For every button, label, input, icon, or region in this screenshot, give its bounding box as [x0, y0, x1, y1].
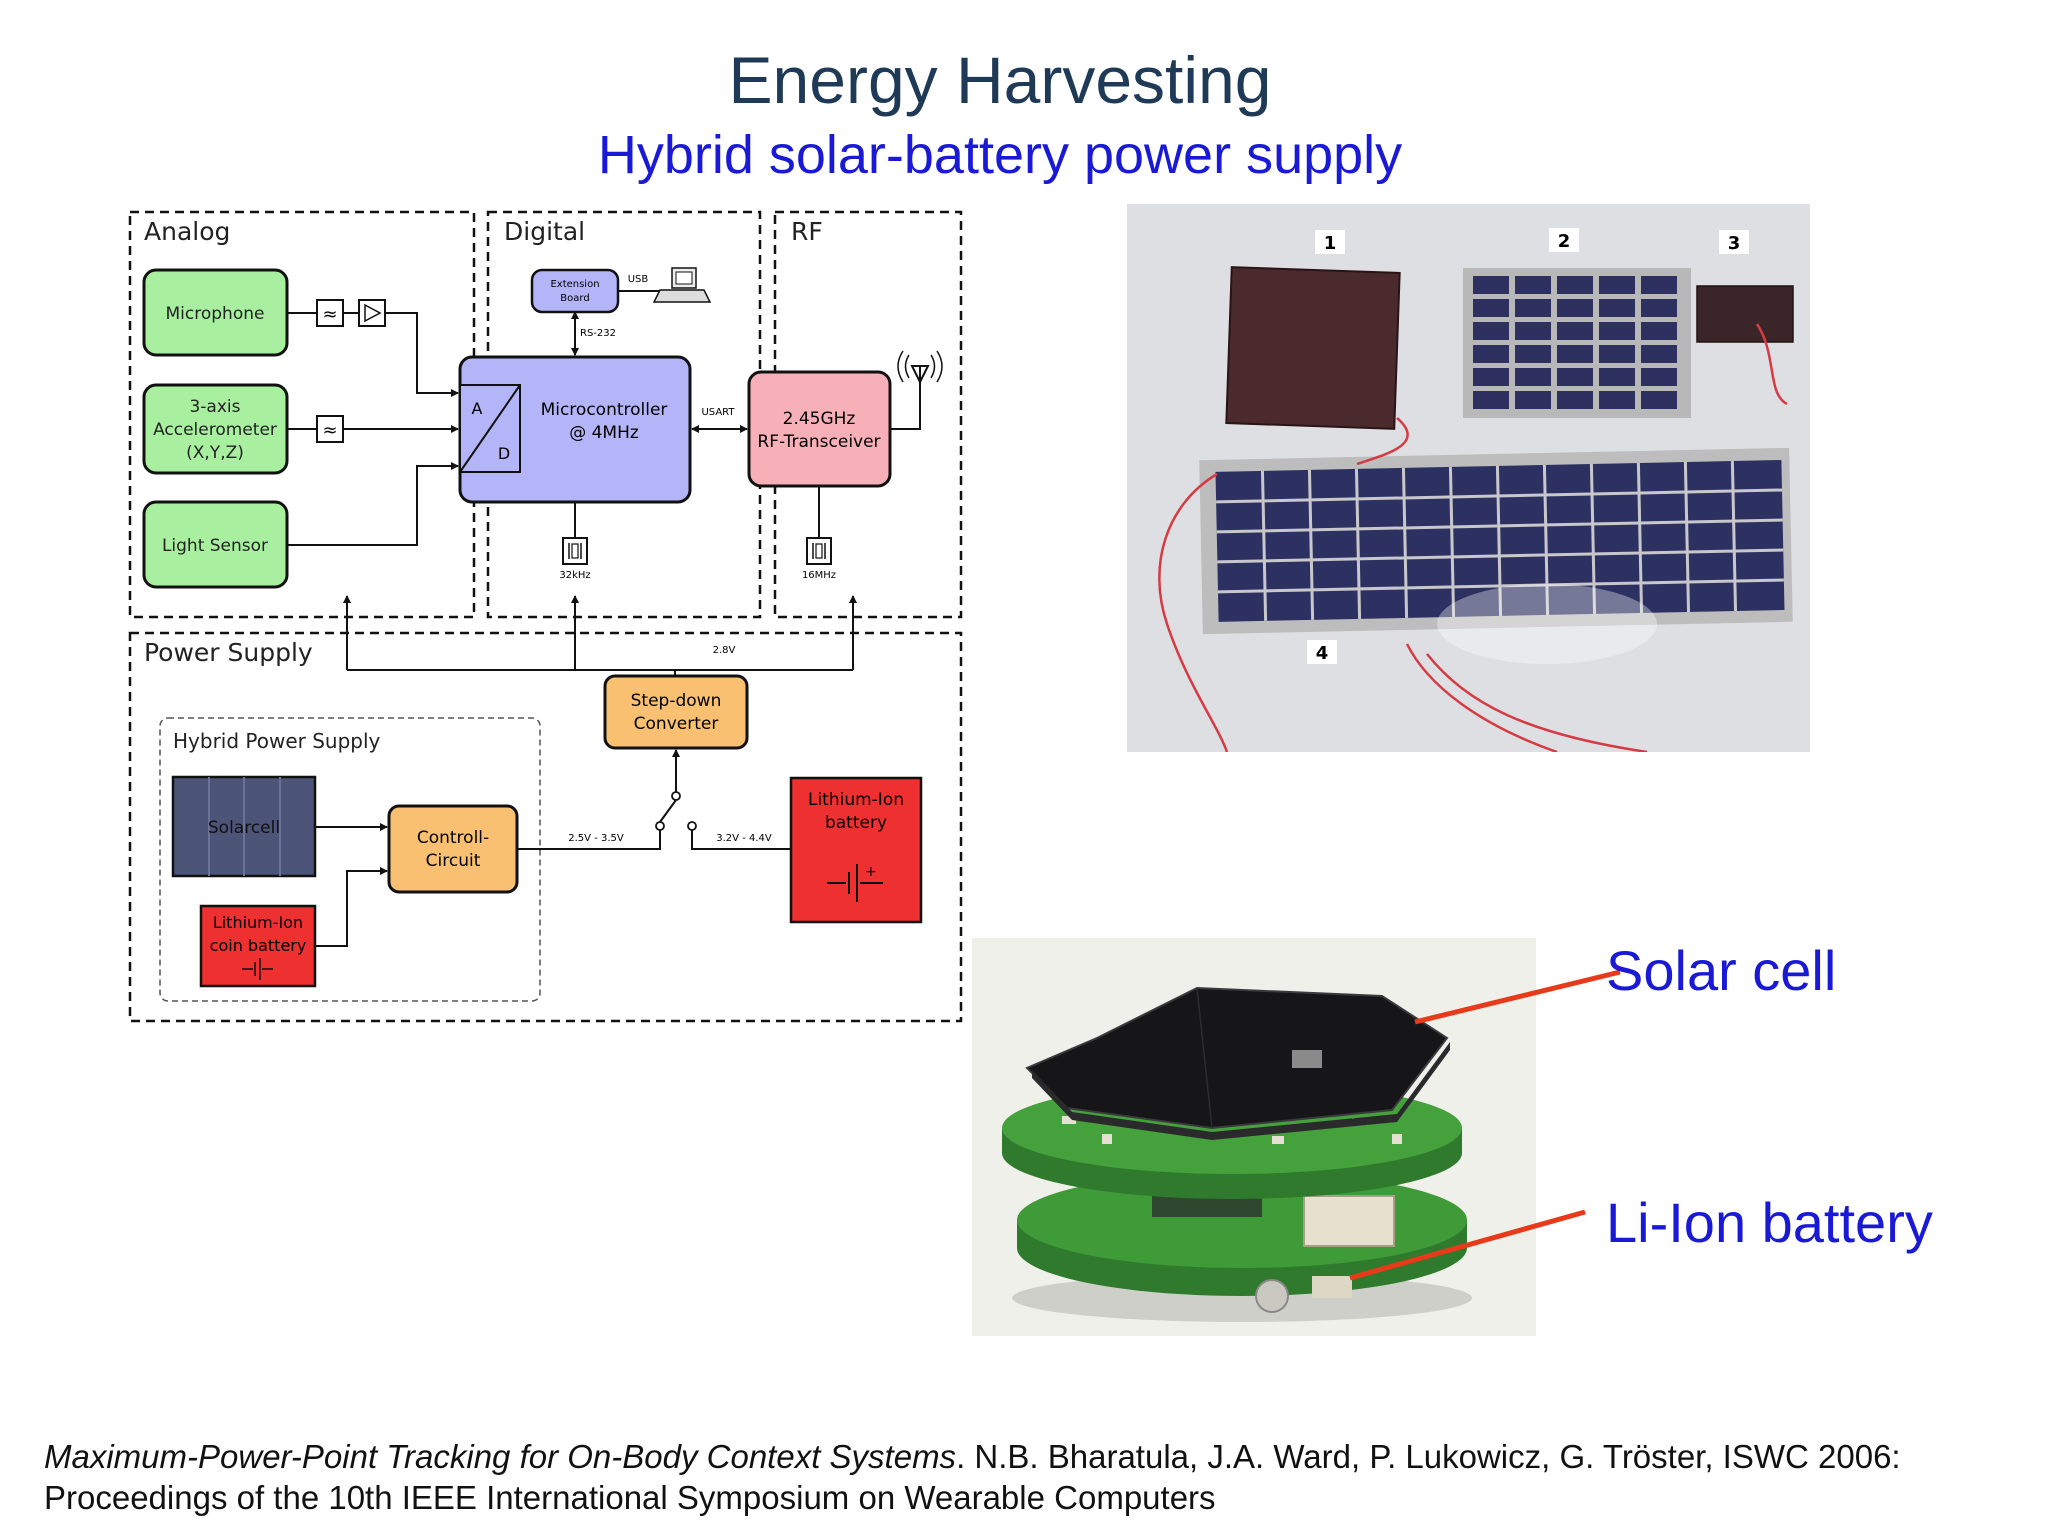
crystal-icon	[807, 538, 831, 564]
citation-title: Maximum-Power-Point Tracking for On-Body…	[44, 1438, 956, 1475]
extension-board-label-2: Board	[560, 293, 589, 304]
solar-panel-1	[1226, 267, 1399, 429]
extension-board-block	[532, 270, 618, 312]
panel-number-3: 3	[1728, 233, 1741, 254]
battery-voltage-label: 3.2V - 4.4V	[716, 833, 772, 844]
control-circuit-label-2: Circuit	[426, 851, 481, 871]
crystal-32khz-label: 32kHz	[559, 570, 590, 581]
wearable-device-photo	[972, 938, 1536, 1336]
accelerometer-label-3: (X,Y,Z)	[186, 443, 244, 463]
citation: Maximum-Power-Point Tracking for On-Body…	[44, 1436, 2004, 1518]
panel-number-1: 1	[1324, 233, 1337, 254]
crystal-16mhz-label: 16MHz	[802, 570, 836, 581]
filter-glyph: ≈	[322, 304, 337, 325]
step-down-converter-block	[605, 676, 747, 748]
control-circuit-label-1: Controll-	[417, 828, 489, 848]
adc-d-label: D	[498, 444, 510, 463]
solarcell-label: Solarcell	[208, 818, 280, 838]
li-ion-battery-label-1: Lithium-Ion	[808, 790, 904, 810]
li-ion-battery-callout-label: Li-Ion battery	[1606, 1190, 1933, 1255]
rail-voltage-label: 2.8V	[713, 645, 736, 656]
computer-icon	[654, 268, 710, 302]
analog-label: Analog	[144, 217, 230, 246]
accelerometer-label-2: Accelerometer	[153, 420, 277, 440]
extension-board-label-1: Extension	[550, 279, 599, 290]
filter-glyph: ≈	[322, 420, 337, 441]
microcontroller-label-2: @ 4MHz	[569, 423, 639, 443]
coin-battery-label-2: coin battery	[210, 936, 307, 955]
panel-number-2: 2	[1558, 231, 1571, 252]
step-down-label-2: Converter	[634, 714, 719, 734]
adc-a-label: A	[472, 399, 483, 418]
digital-label: Digital	[504, 217, 585, 246]
microcontroller-label-1: Microcontroller	[541, 400, 668, 420]
hybrid-power-supply-label: Hybrid Power Supply	[173, 729, 381, 753]
coin-battery-label-1: Lithium-Ion	[213, 913, 303, 932]
rf-transceiver-label-2: RF-Transceiver	[757, 432, 880, 452]
svg-text:+: +	[865, 864, 877, 880]
li-ion-battery-label-2: battery	[825, 813, 887, 833]
switch-icon	[656, 792, 696, 830]
rf-label: RF	[791, 217, 823, 246]
solar-panels-photo: 1 2 3 4	[1127, 204, 1810, 752]
system-block-diagram: Analog Digital RF Power Supply Hybrid Po…	[120, 200, 980, 1030]
li-ion-cell	[1304, 1196, 1394, 1246]
slide-subtitle: Hybrid solar-battery power supply	[0, 124, 2000, 186]
slide-title: Energy Harvesting	[0, 42, 2000, 118]
solar-panel-3	[1697, 286, 1793, 342]
power-supply-label: Power Supply	[144, 638, 313, 667]
rf-transceiver-block	[749, 372, 890, 486]
usb-label: USB	[628, 274, 649, 285]
solar-cell-label: Solar cell	[1606, 938, 1836, 1003]
accelerometer-label-1: 3-axis	[189, 397, 240, 417]
usart-label: USART	[701, 407, 735, 418]
step-down-label-1: Step-down	[631, 691, 722, 711]
solar-voltage-label: 2.5V - 3.5V	[568, 833, 624, 844]
rf-transceiver-label-1: 2.45GHz	[783, 409, 856, 429]
crystal-icon	[563, 538, 587, 564]
light-sensor-label: Light Sensor	[162, 536, 268, 556]
control-circuit-block	[389, 806, 517, 892]
microphone-label: Microphone	[166, 304, 265, 324]
panel-number-4: 4	[1316, 643, 1329, 664]
rs232-label: RS-232	[580, 328, 616, 339]
